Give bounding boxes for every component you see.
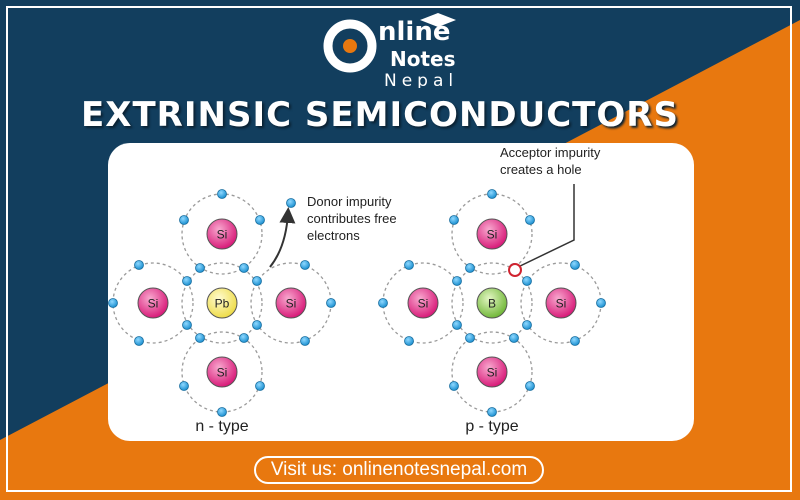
p_type-electron <box>525 215 535 225</box>
p_type-electron <box>522 320 532 330</box>
p_type-electron <box>570 260 580 270</box>
p_type-electron <box>570 336 580 346</box>
n_type-electron <box>134 260 144 270</box>
p_type-atom-label-center: B <box>488 297 496 311</box>
brand-logo: nline Notes Nepal <box>323 13 458 88</box>
p_type-electron <box>404 260 414 270</box>
n_type-electron <box>108 298 118 308</box>
brand-line3: Nepal <box>384 71 458 88</box>
p_type-atom-label-left: Si <box>418 297 429 311</box>
graduation-cap-icon <box>420 13 456 27</box>
n_type-atom-top <box>206 218 238 250</box>
acceptor-annotation-line1: Acceptor impurity <box>500 145 601 160</box>
donor-annotation-line3: electrons <box>307 228 360 243</box>
n_type-atom-label-left: Si <box>148 297 159 311</box>
p_type-electron <box>378 298 388 308</box>
p_type-electron <box>449 215 459 225</box>
p_type-atom-bottom <box>476 356 508 388</box>
p_type-atom-top <box>476 218 508 250</box>
donor-arrow <box>269 207 296 268</box>
p-type-caption: p - type <box>465 418 518 435</box>
n_type-electron <box>255 215 265 225</box>
donor-annotation-line1: Donor impurity <box>307 194 392 209</box>
n_type-atom-bottom <box>206 356 238 388</box>
n_type-atom-label-center: Pb <box>215 297 230 311</box>
n_type-electron <box>239 333 249 343</box>
visit-us-link[interactable]: Visit us: onlinenotesnepal.com <box>254 456 544 484</box>
p_type-electron <box>487 407 497 417</box>
p_type-electron <box>452 276 462 286</box>
n_type-atom-label-top: Si <box>217 228 228 242</box>
p_type-electron <box>404 336 414 346</box>
p_type-atom-label-top: Si <box>487 228 498 242</box>
n_type-atom-label-right: Si <box>286 297 297 311</box>
acceptor-leader-line <box>515 184 575 269</box>
n_type-electron <box>300 336 310 346</box>
n_type-electron <box>217 189 227 199</box>
p_type-atom-label-right: Si <box>556 297 567 311</box>
p_type-electron <box>452 320 462 330</box>
n_type-electron <box>300 260 310 270</box>
p_type-shell-center <box>451 262 533 344</box>
p_type-electron <box>509 333 519 343</box>
hole-marker <box>508 263 522 277</box>
p_type-electron <box>449 381 459 391</box>
n_type-atom-right <box>275 287 307 319</box>
acceptor-annotation-line2: creates a hole <box>500 162 582 177</box>
n_type-electron <box>217 407 227 417</box>
n_type-electron <box>179 215 189 225</box>
n_type-electron <box>134 336 144 346</box>
n_type-electron <box>195 333 205 343</box>
brand-line2: Notes <box>390 47 456 71</box>
p_type-atom-left <box>407 287 439 319</box>
page-frame <box>6 6 792 492</box>
n_type-electron <box>252 320 262 330</box>
p_type-electron <box>596 298 606 308</box>
n_type-atom-label-bottom: Si <box>217 366 228 380</box>
n_type-electron <box>255 381 265 391</box>
p_type-electron <box>525 381 535 391</box>
p_type-electron <box>465 263 475 273</box>
n_type-electron <box>179 381 189 391</box>
n_type-electron <box>252 276 262 286</box>
p_type-electron <box>487 189 497 199</box>
p_type-electron <box>465 333 475 343</box>
page-title: EXTRINSIC SEMICONDUCTORS <box>81 95 679 135</box>
p_type-atom-center <box>476 287 508 319</box>
n-type-caption: n - type <box>195 418 248 435</box>
donor-annotation-line2: contributes free <box>307 211 397 226</box>
n_type-electron <box>195 263 205 273</box>
n_type-electron <box>182 320 192 330</box>
n_type-electron <box>239 263 249 273</box>
n_type-shell-left <box>112 262 194 344</box>
n_type-electron <box>182 276 192 286</box>
n_type-atom-center <box>206 287 238 319</box>
p_type-atom-right <box>545 287 577 319</box>
p_type-shell-left <box>382 262 464 344</box>
p_type-atom-label-bottom: Si <box>487 366 498 380</box>
n_type-atom-left <box>137 287 169 319</box>
n_type-shell-center <box>181 262 263 344</box>
n_type-electron <box>286 198 296 208</box>
p_type-electron <box>522 276 532 286</box>
n_type-electron <box>326 298 336 308</box>
